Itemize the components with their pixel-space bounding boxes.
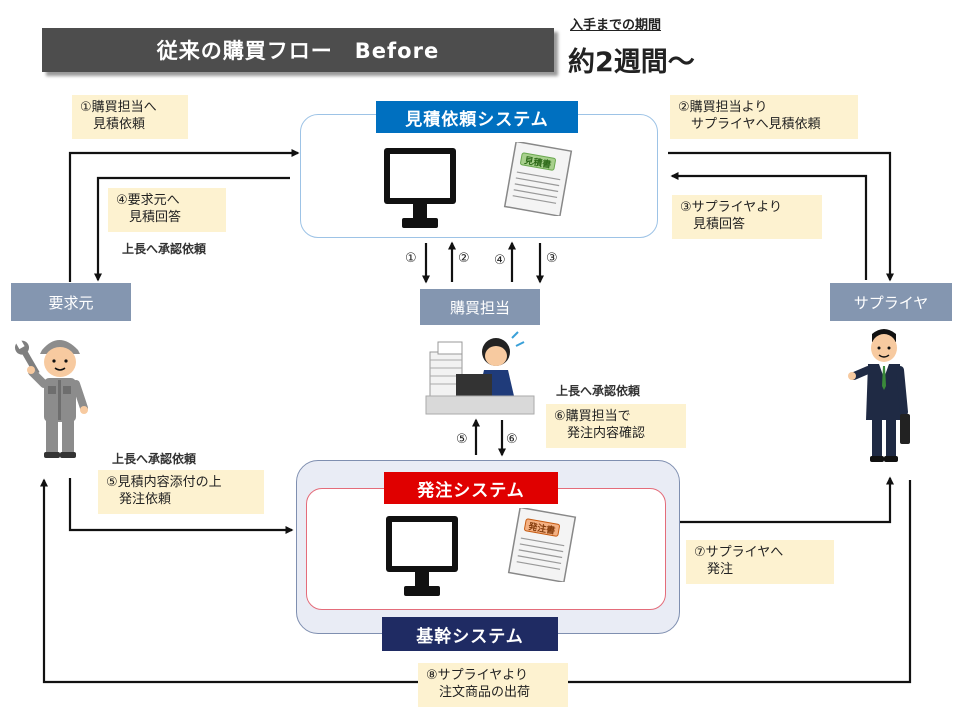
step-number-6: ⑥ xyxy=(506,432,518,447)
arrow-step1 xyxy=(68,149,300,282)
note-step6: ⑥購買担当で 発注内容確認 xyxy=(546,404,686,448)
core-system-label: 基幹システム xyxy=(382,617,558,651)
period-label: 入手までの期間 xyxy=(570,18,662,33)
worker-icon xyxy=(15,339,88,458)
note-step4: ④要求元へ 見積回答 xyxy=(108,188,226,232)
note-step8: ⑧サプライヤより 注文商品の出荷 xyxy=(418,663,568,707)
step-number-5: ⑤ xyxy=(456,432,468,447)
monitor-icon xyxy=(386,516,458,596)
arrow-step5 xyxy=(68,478,294,534)
step-number-4: ④ xyxy=(494,253,506,268)
note-step5: ⑤見積内容添付の上 発注依頼 xyxy=(98,470,264,514)
businessman-icon xyxy=(848,329,910,462)
order-system-label: 発注システム xyxy=(384,472,558,504)
period-value: 約2週間～ xyxy=(568,47,695,78)
step-number-2: ② xyxy=(458,251,470,266)
document-icon: 見積書 xyxy=(503,142,573,216)
approval-label-requester: 上長へ承認依頼 xyxy=(122,242,207,256)
arrow-step4 xyxy=(94,176,290,282)
note-step7: ⑦サプライヤへ 発注 xyxy=(686,540,834,584)
step-number-3: ③ xyxy=(546,251,558,266)
document-icon: 発注書 xyxy=(507,508,577,582)
arrow-step7 xyxy=(680,476,894,524)
approval-label-buyer: 上長へ承認依頼 xyxy=(556,384,641,398)
note-step3: ③サプライヤより 見積回答 xyxy=(672,195,822,239)
busy-office-worker-icon xyxy=(425,331,535,415)
order-system-frame xyxy=(306,488,666,610)
note-step1: ①購買担当へ 見積依頼 xyxy=(72,95,188,139)
note-step2: ②購買担当より サプライヤへ見積依頼 xyxy=(670,95,858,139)
supplier-label: サプライヤ xyxy=(830,283,952,321)
step-number-1: ① xyxy=(405,251,417,266)
page-title: 従来の購買フロー Before xyxy=(42,28,554,72)
monitor-icon xyxy=(384,148,456,228)
quote-system-frame xyxy=(300,114,658,238)
quote-system-label: 見積依頼システム xyxy=(376,101,578,133)
arrow-step2 xyxy=(668,151,894,282)
approval-label-order: 上長へ承認依頼 xyxy=(112,452,197,466)
buyer-label: 購買担当 xyxy=(420,289,540,325)
arrow-step3 xyxy=(670,172,868,280)
requester-label: 要求元 xyxy=(11,283,131,321)
